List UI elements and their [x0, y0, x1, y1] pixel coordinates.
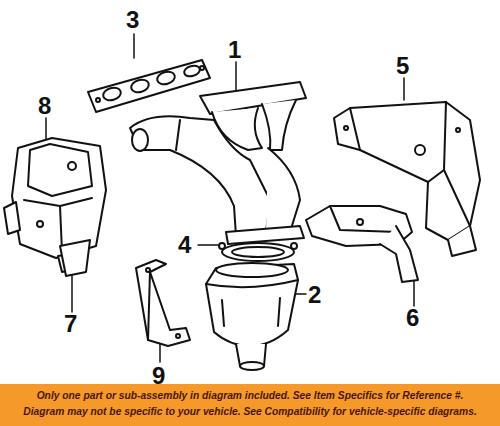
lower-heat-shield [306, 206, 418, 282]
callout-number: 6 [406, 306, 419, 330]
manifold-gasket [88, 60, 210, 112]
callout-number: 7 [64, 312, 77, 336]
heat-shield [4, 138, 106, 272]
notice-text: Diagram may not be specific to your vehi… [0, 406, 500, 418]
callout-number: 3 [126, 8, 139, 32]
callout-number: 1 [228, 38, 241, 62]
catalytic-converter [206, 263, 298, 370]
callout-number: 9 [152, 364, 165, 388]
callout-number: 2 [308, 283, 321, 307]
callout-number: 5 [396, 54, 409, 78]
exhaust-manifold [130, 82, 306, 244]
callout-number: 8 [38, 94, 51, 118]
callout-number: 4 [178, 233, 191, 257]
notice-text: Only one part or sub-assembly in diagram… [0, 390, 500, 402]
support-bracket [136, 260, 190, 346]
flange-gasket [219, 243, 297, 261]
outlet-pipe [60, 240, 90, 276]
